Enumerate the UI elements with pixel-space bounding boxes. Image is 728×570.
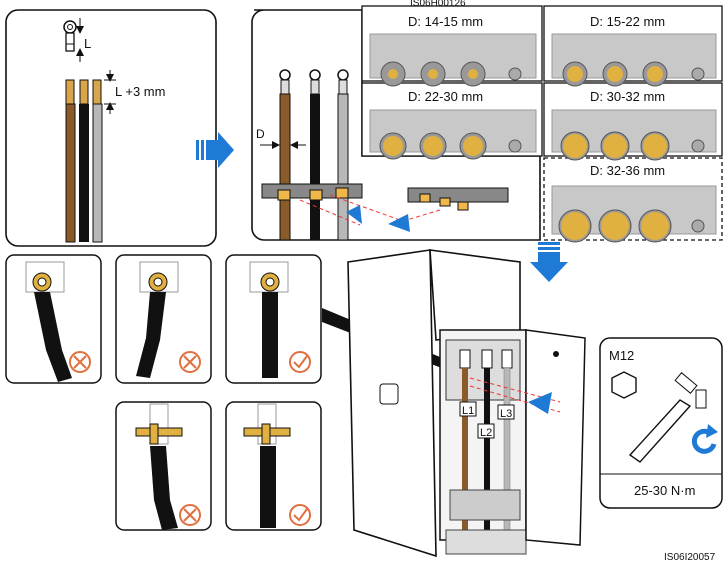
- crimp-example-1: [5, 254, 102, 384]
- seal-image-1: [369, 33, 537, 87]
- terminated-cables: [279, 69, 349, 241]
- seal-image-2: [551, 33, 717, 87]
- range-label-1: D: 14-15 mm: [408, 14, 483, 29]
- top-figure-code: IS06H00126: [410, 0, 466, 9]
- panel-strip-length: L L +3 mm: [5, 9, 217, 247]
- crimp-example-4: [115, 401, 212, 531]
- panel-cable-diameter: D: [251, 9, 541, 241]
- crimp-example-5: [225, 401, 322, 531]
- phase-label-l1: L1: [462, 405, 474, 417]
- dim-l3-label: L +3 mm: [115, 84, 165, 99]
- range-label-5: D: 32-36 mm: [590, 163, 665, 178]
- cross-icon: [69, 351, 91, 373]
- dim-l-label: L: [84, 36, 91, 51]
- phase-label-l2: L2: [480, 427, 492, 439]
- cable-clamp-strip: [261, 183, 509, 211]
- seal-image-5: [551, 185, 717, 243]
- range-label-3: D: 22-30 mm: [408, 89, 483, 104]
- range-label-2: D: 15-22 mm: [590, 14, 665, 29]
- bolt-size-label: M12: [609, 348, 634, 363]
- cross-icon: [179, 351, 201, 373]
- flow-arrow-right: [196, 132, 234, 168]
- seal-image-3: [369, 109, 537, 160]
- crimp-example-2: [115, 254, 212, 384]
- dim-d-label: D: [256, 127, 265, 141]
- torque-wrench-icon: [628, 372, 707, 463]
- cross-icon: [179, 504, 201, 526]
- inverter-unit: L1 L2 L3: [347, 249, 586, 558]
- torque-panel: M12 25-30 N·m: [599, 337, 723, 509]
- diameter-range-grid: D: 14-15 mm D: 15-22 mm D: 22-30 mm D: 3…: [361, 5, 723, 243]
- check-icon: [289, 351, 311, 373]
- hex-nut-icon: [611, 371, 637, 399]
- seal-image-4: [551, 109, 717, 161]
- rotate-clockwise-icon: [691, 424, 718, 454]
- torque-value-label: 25-30 N·m: [634, 483, 695, 498]
- footer-figure-code: IS06I20057: [664, 552, 716, 563]
- crimp-example-3: [225, 254, 322, 384]
- stripped-cables: [65, 79, 103, 243]
- range-label-4: D: 30-32 mm: [590, 89, 665, 104]
- check-icon: [289, 504, 311, 526]
- wiring-box: [439, 329, 527, 555]
- ot-terminal-icon: [63, 20, 77, 52]
- flow-arrow-down: [530, 242, 568, 282]
- phase-label-l3: L3: [500, 408, 512, 420]
- insert-arrow: [528, 392, 552, 414]
- insert-arrows: [299, 194, 441, 232]
